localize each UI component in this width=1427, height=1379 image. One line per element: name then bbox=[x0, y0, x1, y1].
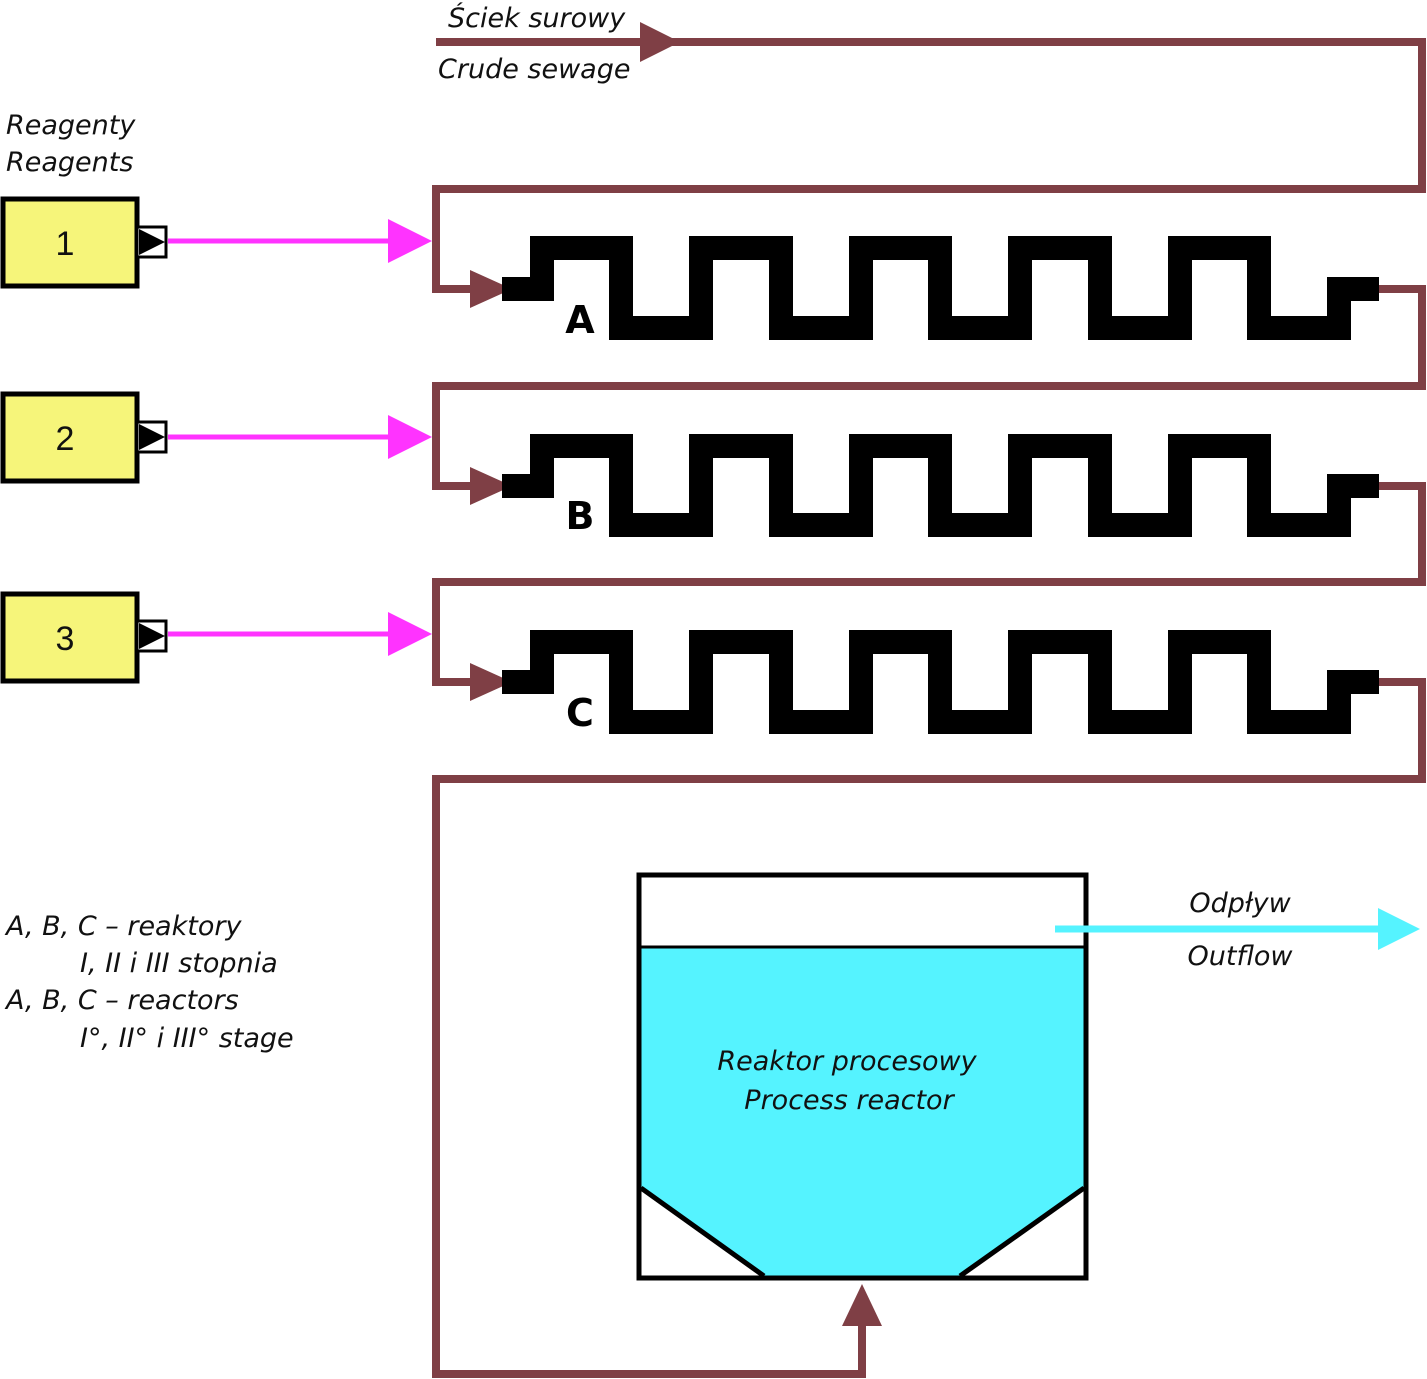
legend-line-1: A, B, C – reaktory bbox=[4, 911, 242, 942]
reactor-b-serpentine bbox=[502, 434, 1379, 537]
inlet-arrow-c-icon bbox=[470, 663, 512, 701]
crude-sewage-arrow-icon bbox=[640, 22, 680, 62]
reagent-box-3-label: 3 bbox=[56, 620, 75, 658]
reactor-b-label: B bbox=[566, 494, 595, 538]
process-reactor-tank bbox=[636, 872, 1089, 1281]
dosing-pointer-2-icon bbox=[139, 424, 165, 450]
process-reactor-label-en: Process reactor bbox=[744, 1085, 955, 1116]
crude-sewage-label-en: Crude sewage bbox=[438, 54, 630, 85]
reagent-box-3: 3 bbox=[0, 591, 168, 684]
legend-line-2: I, II i III stopnia bbox=[80, 948, 278, 979]
inlet-arrow-a-icon bbox=[470, 270, 512, 308]
process-reactor-label-pl: Reaktor procesowy bbox=[717, 1046, 977, 1077]
dosing-pointer-3-icon bbox=[139, 623, 165, 649]
hopper-wall-left bbox=[639, 1185, 766, 1279]
reactor-c-serpentine bbox=[502, 630, 1379, 734]
reactor-a-label: A bbox=[565, 298, 595, 342]
dosing-pointer-1-icon bbox=[139, 229, 165, 255]
reagent-arrow-2-icon bbox=[388, 415, 432, 459]
inlet-arrow-b-icon bbox=[470, 467, 512, 505]
reagent-arrow-3-icon bbox=[388, 612, 432, 656]
sewage-flow-arrows bbox=[470, 22, 882, 1326]
process-reactor: Reaktor procesowy Process reactor bbox=[636, 872, 1089, 1281]
flow-line-a-to-b bbox=[432, 285, 1426, 490]
legend: A, B, C – reaktory I, II i III stopnia A… bbox=[4, 911, 294, 1054]
reagent-lines bbox=[168, 219, 432, 656]
outflow: Odpływ Outflow bbox=[1055, 888, 1420, 972]
legend-line-3: A, B, C – reactors bbox=[4, 985, 239, 1016]
outflow-label-pl: Odpływ bbox=[1189, 888, 1291, 919]
reactor-c-label: C bbox=[566, 691, 594, 735]
reagent-box-1: 1 bbox=[0, 196, 168, 289]
outflow-arrow-icon bbox=[1378, 908, 1420, 950]
reagent-box-2-label: 2 bbox=[56, 420, 75, 458]
reactor-b: B bbox=[502, 434, 1379, 538]
reactor-a-serpentine bbox=[502, 236, 1379, 340]
reactor-inlet-arrow-icon bbox=[842, 1284, 882, 1326]
sewage-flow-lines bbox=[432, 38, 1426, 1378]
crude-sewage-label-pl: Ściek surowy bbox=[448, 2, 626, 34]
legend-line-4: I°, II° i III° stage bbox=[80, 1023, 294, 1054]
process-reactor-water bbox=[641, 947, 1084, 1276]
reactor-c: C bbox=[502, 630, 1379, 735]
reagents-label-en: Reagents bbox=[6, 147, 133, 178]
crude-sewage-line bbox=[432, 38, 1426, 293]
flow-line-b-to-c bbox=[432, 482, 1426, 686]
reactor-a: A bbox=[502, 236, 1379, 342]
flow-line-c-to-reactor bbox=[432, 678, 1426, 1378]
reagent-box-1-label: 1 bbox=[56, 225, 75, 263]
reagent-arrow-1-icon bbox=[388, 219, 432, 263]
hopper-wall-right bbox=[958, 1185, 1086, 1279]
outflow-label-en: Outflow bbox=[1188, 941, 1294, 972]
reagent-box-2: 2 bbox=[0, 391, 168, 484]
reagents-label-pl: Reagenty bbox=[6, 110, 136, 141]
